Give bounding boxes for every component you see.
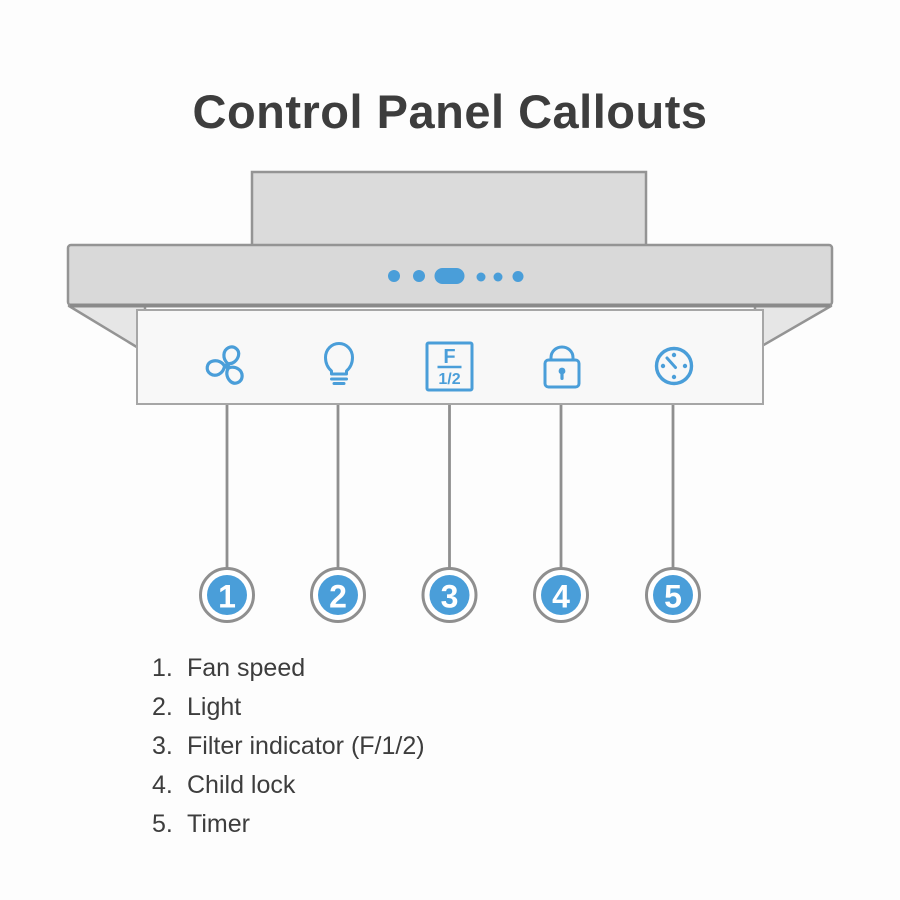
hood-flare-left [67, 304, 147, 354]
legend-item-number: 3. [152, 732, 173, 760]
legend-item-light: 2. Light [152, 688, 425, 727]
legend-item-timer: 5. Timer [152, 805, 425, 844]
filter-icon-letter: F [443, 346, 455, 368]
timer-clock-icon [654, 346, 694, 386]
filter-icon-fraction: 1/2 [438, 371, 460, 388]
callout-number-1: 1 [218, 579, 236, 615]
legend-item-number: 2. [152, 693, 173, 721]
legend-item-label: Filter indicator (F/1/2) [187, 732, 425, 760]
callout-badge-1: 1 [199, 567, 255, 623]
callout-number-5: 5 [664, 579, 682, 615]
legend-item-fan-speed: 1. Fan speed [152, 649, 425, 688]
callout-leader-lines [225, 404, 675, 569]
filter-indicator-icon: F 1/2 [425, 341, 474, 392]
callout-number-3: 3 [441, 579, 459, 615]
callout-badge-5: 5 [645, 567, 701, 623]
callout-badge-4: 4 [533, 567, 589, 623]
fan-icon [205, 345, 244, 385]
legend-list: 1. Fan speed 2. Light 3. Filter indicato… [152, 649, 425, 844]
legend-item-label: Child lock [187, 771, 296, 799]
callout-number-4: 4 [552, 579, 570, 615]
legend-item-number: 1. [152, 654, 173, 682]
callout-badge-3: 3 [421, 567, 478, 623]
callout-badges: 1 2 3 4 5 [199, 567, 701, 623]
legend-item-label: Fan speed [187, 654, 306, 682]
legend-item-number: 5. [152, 810, 173, 838]
hood-flare-right [753, 304, 833, 352]
child-lock-icon [543, 345, 581, 389]
legend-item-filter-indicator: 3. Filter indicator (F/1/2) [152, 727, 425, 766]
light-bulb-icon [324, 342, 354, 385]
legend-item-label: Timer [187, 810, 250, 838]
page-title: Control Panel Callouts [192, 85, 708, 138]
power-indicator-dots-icon [388, 268, 524, 284]
hood-chimney [250, 170, 648, 252]
callout-number-2: 2 [329, 579, 347, 615]
legend-item-number: 4. [152, 771, 173, 799]
legend-item-label: Light [187, 693, 242, 721]
legend-item-child-lock: 4. Child lock [152, 766, 425, 805]
callout-badge-2: 2 [310, 567, 366, 623]
